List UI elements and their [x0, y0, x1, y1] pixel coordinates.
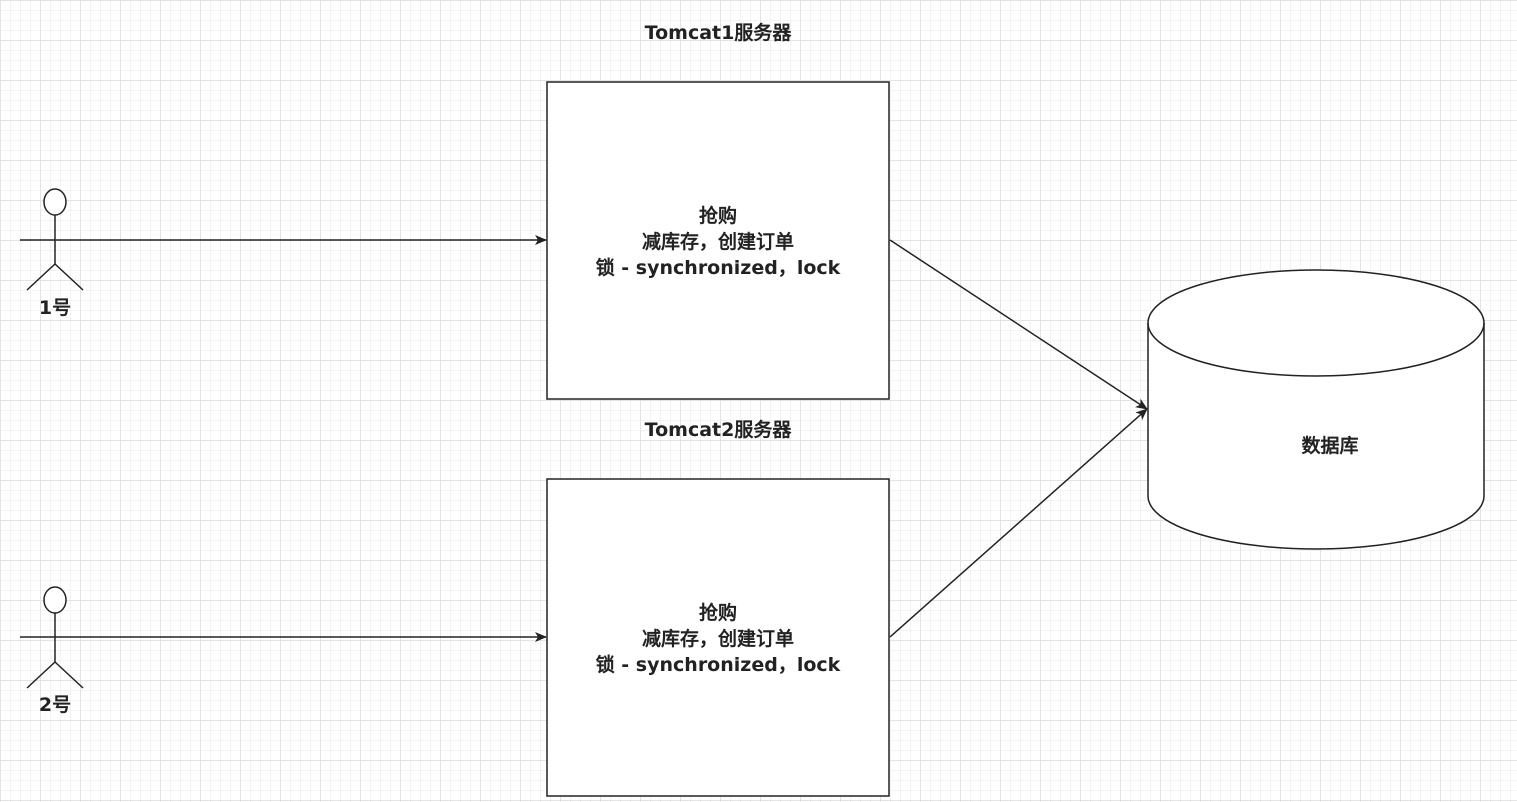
server-2-line-2: 减库存，创建订单	[641, 628, 794, 650]
database-label: 数据库	[1301, 435, 1359, 457]
server-2-title: Tomcat2服务器	[644, 419, 792, 441]
user-1-leg-right	[54, 263, 84, 291]
edge-server-1-to-database[interactable]	[889, 239, 1148, 410]
server-2-box[interactable]	[546, 478, 890, 797]
server-1-text: 抢购 减库存，创建订单 锁 - synchronized，lock	[547, 203, 889, 281]
user-1-figure	[20, 188, 90, 291]
server-1-box[interactable]	[546, 81, 890, 400]
server-1-line-2: 减库存，创建订单	[641, 231, 794, 253]
server-1-line-1: 抢购	[698, 205, 737, 227]
database-cylinder[interactable]	[1147, 269, 1485, 550]
user-1-head	[43, 188, 67, 216]
server-2-line-3: 锁 - synchronized，lock	[595, 654, 841, 676]
user-1-label: 1号	[38, 297, 72, 319]
user-2-label: 2号	[38, 694, 72, 716]
user-2-figure	[20, 586, 90, 689]
server-1-line-3: 锁 - synchronized，lock	[595, 257, 841, 279]
user-2-leg-left	[26, 661, 56, 689]
server-2-text: 抢购 减库存，创建订单 锁 - synchronized，lock	[547, 600, 889, 678]
server-2-line-1: 抢购	[698, 602, 737, 624]
user-2-head	[43, 586, 67, 614]
server-1-title: Tomcat1服务器	[644, 22, 792, 44]
edge-server-2-to-database[interactable]	[889, 408, 1148, 638]
user-2-leg-right	[54, 661, 84, 689]
user-1-leg-left	[26, 263, 56, 291]
